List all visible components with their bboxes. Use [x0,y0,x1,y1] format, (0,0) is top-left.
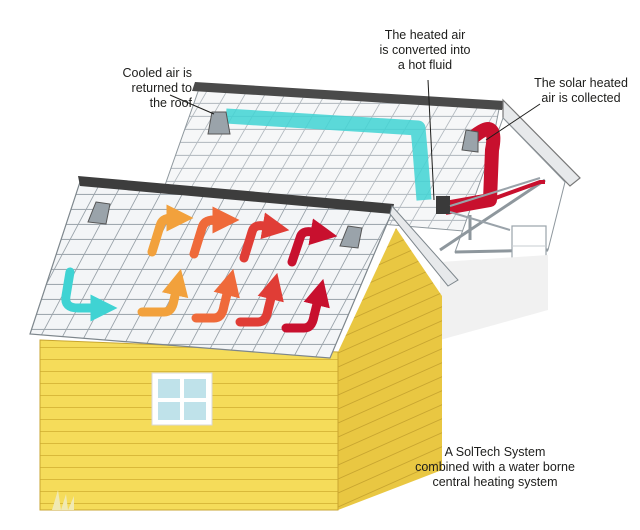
label-line: is converted into [379,43,471,57]
label-cooled-air: Cooled air is returned to the roof [82,66,192,111]
heating-pipes [449,177,541,231]
label-line: The solar heated [534,76,628,90]
house-window [151,372,213,426]
leader-line-cooled [169,94,215,115]
warm-air-arrow [147,204,194,257]
vent-icon [207,111,231,135]
back-wall-shadow [440,255,548,340]
vent-icon [339,225,363,249]
hot-air-arrow [287,218,338,267]
vent-icon [87,201,111,225]
grass [52,490,74,510]
label-air-collected: The solar heated air is collected [522,76,640,106]
label-system: A SolTech System combined with a water b… [395,445,595,490]
hot-air-arrow [281,278,330,333]
back-roof-ridge [192,82,505,110]
label-line: central heating system [432,475,558,489]
front-roof-ridge [78,176,394,214]
hot-air-arrow [239,212,290,263]
warm-air-arrow [191,268,240,323]
heat-exchanger [436,196,450,214]
label-line: Cooled air is [122,66,192,80]
label-line: A SolTech System [444,445,546,459]
label-line: combined with a water borne [415,460,575,474]
cool-air-arrow [61,267,118,322]
warm-air-arrow [137,268,189,317]
leader-line-converted [427,79,435,201]
leader-lines [169,79,541,201]
front-house [29,176,459,511]
label-line: a hot fluid [397,58,453,72]
back-gable-roof [502,98,581,187]
hot-air-arrow [235,272,284,327]
vent-icon [461,129,479,153]
warm-air-arrow [189,206,240,259]
cool-air-duct [225,108,432,201]
label-line: returned to [131,81,192,95]
label-line: the roof [149,96,192,110]
house-side-wall [338,228,442,510]
label-line: air is collected [541,91,621,105]
roof-vents [87,111,479,249]
label-heated-converted: The heated air is converted into a hot f… [360,28,490,73]
leader-line-collected [485,103,541,141]
front-gable-trim [389,204,459,287]
label-line: The heated air [384,28,466,42]
air-flow-arrows [61,204,338,333]
